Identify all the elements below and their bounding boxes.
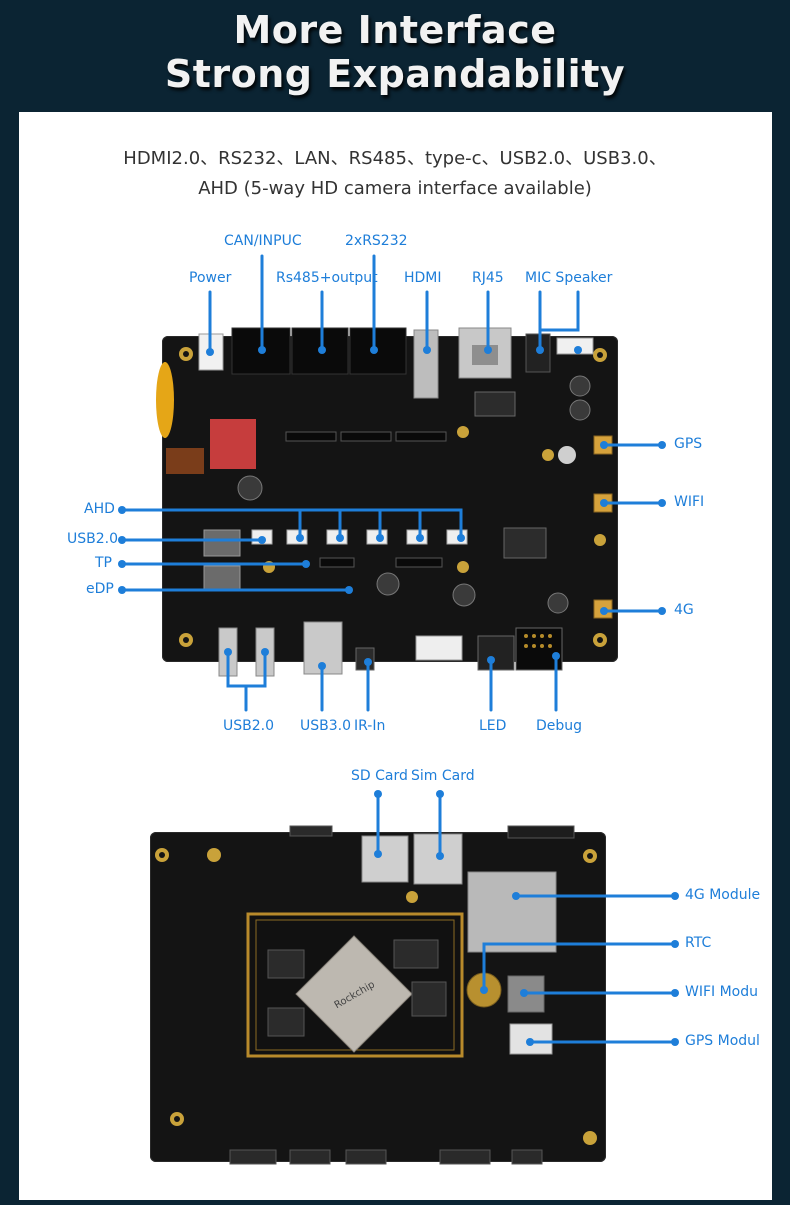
- label-wifi: WIFI: [674, 494, 705, 510]
- intro-line-2: AHD (5-way HD camera interface available…: [198, 178, 592, 199]
- label-hdmi: HDMI: [404, 270, 442, 286]
- label-power: Power: [189, 270, 232, 286]
- label-ir-in: IR-In: [354, 718, 386, 734]
- label-can-inpuc: CAN/INPUC: [224, 233, 302, 249]
- label-sd-card: SD Card: [351, 768, 408, 784]
- label-usb20-bottom: USB2.0: [223, 718, 275, 734]
- label-tp: TP: [95, 555, 112, 571]
- label-debug: Debug: [536, 718, 583, 734]
- top-board-pcb: [162, 336, 618, 662]
- label-4g: 4G: [674, 602, 694, 618]
- label-ahd: AHD: [84, 501, 115, 517]
- label-2x-rs232: 2xRS232: [345, 233, 408, 249]
- label-sim-card: Sim Card: [411, 768, 475, 784]
- label-wifi-module: WIFI Modu: [685, 984, 759, 1000]
- label-4g-module: 4G Module: [685, 887, 761, 903]
- label-led: LED: [479, 718, 507, 734]
- label-mic-speaker: MIC Speaker: [525, 270, 613, 286]
- label-gps-module: GPS Modul: [685, 1033, 760, 1049]
- title-line-1: More Interface: [233, 8, 557, 52]
- label-usb30: USB3.0: [300, 718, 352, 734]
- label-rtc: RTC: [685, 935, 712, 951]
- title-line-2: Strong Expandability: [164, 52, 626, 96]
- label-usb20-side: USB2.0: [67, 531, 119, 547]
- label-gps: GPS: [674, 436, 703, 452]
- page-header: More Interface Strong Expandability: [0, 0, 790, 112]
- intro-line-1: HDMI2.0、RS232、LAN、RS485、type-c、USB2.0、US…: [123, 148, 667, 169]
- label-rs485-output: Rs485+output: [276, 270, 378, 286]
- label-rj45: RJ45: [472, 270, 504, 286]
- label-edp: eDP: [86, 581, 114, 597]
